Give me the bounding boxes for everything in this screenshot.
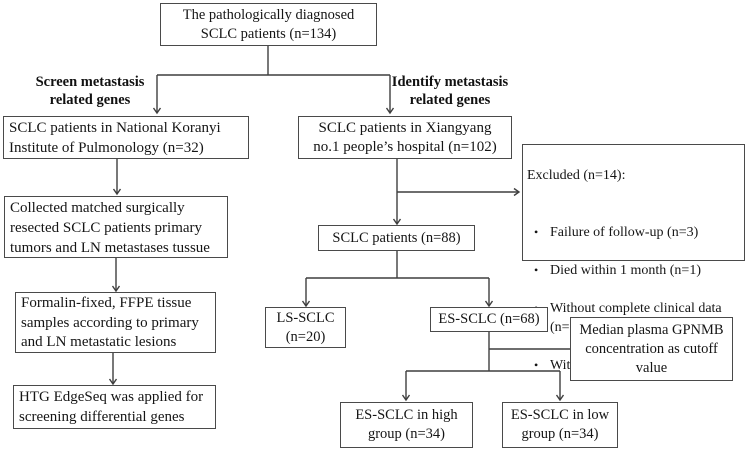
label-screen-metastasis: Screen metastasis related genes — [35, 74, 145, 108]
excluded-item: • Without complete clinical data (n=2) — [527, 299, 740, 337]
label-identify-metastasis: Identify metastasis related genes — [391, 74, 509, 108]
box-es-sclc-high-group: ES-SCLC in high group (n=34) — [340, 402, 473, 448]
box-diagnosed-patients: The pathologically diagnosed SCLC patien… — [160, 3, 377, 46]
box-ls-sclc: LS-SCLC (n=20) — [265, 307, 346, 348]
box-collected-tissue: Collected matched surgically resected SC… — [4, 196, 228, 258]
box-median-gpnmb-cutoff: Median plasma GPNMB concentration as cut… — [570, 317, 733, 381]
box-xiangyang-hospital: SCLC patients in Xiangyang no.1 people’s… — [298, 116, 512, 159]
box-es-sclc-low-group: ES-SCLC in low group (n=34) — [502, 402, 618, 448]
box-formalin-ffpe: Formalin-fixed, FFPE tissue samples acco… — [15, 292, 216, 353]
excluded-item: • Failure of follow-up (n=3) — [527, 223, 740, 242]
excluded-item-text: Died within 1 month (n=1) — [550, 263, 701, 278]
bullet-marker: • — [534, 225, 539, 239]
box-htg-edgeseq: HTG EdgeSeq was applied for screening di… — [13, 385, 216, 429]
excluded-item-text: Failure of follow-up (n=3) — [550, 225, 699, 240]
excluded-item: • Died within 1 month (n=1) — [527, 261, 740, 280]
box-es-sclc: ES-SCLC (n=68) — [430, 307, 548, 332]
box-excluded: Excluded (n=14): • Failure of follow-up … — [522, 144, 745, 373]
bullet-marker: • — [534, 358, 539, 372]
excluded-item-text: Without complete clinical data (n=2) — [550, 301, 722, 335]
bullet-marker: • — [534, 263, 539, 277]
excluded-title: Excluded (n=14): — [527, 168, 626, 183]
box-sclc-88: SCLC patients (n=88) — [318, 225, 475, 251]
box-koranyi-institute: SCLC patients in National Koranyi Instit… — [3, 116, 249, 159]
